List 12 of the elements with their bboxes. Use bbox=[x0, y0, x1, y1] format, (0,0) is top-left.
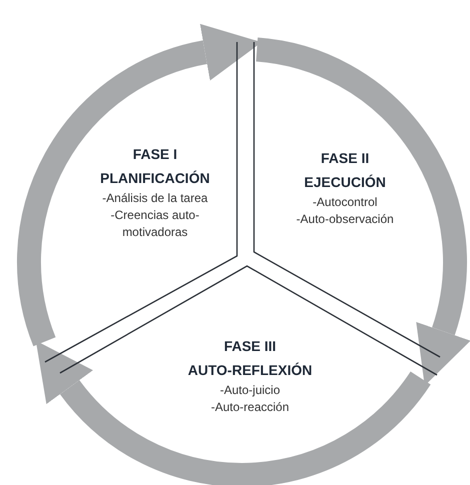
phase-number: FASE II bbox=[320, 149, 370, 168]
phase-item: -Auto-observación bbox=[296, 211, 394, 228]
phase-item: -Análisis de la tarea bbox=[102, 190, 208, 207]
phase-item: -Autocontrol bbox=[312, 194, 378, 211]
phase-number: FASE III bbox=[224, 337, 276, 356]
phase-item: -Creencias auto-motivadoras bbox=[110, 207, 200, 241]
phase-item: -Auto-juicio bbox=[220, 382, 280, 399]
phase-title: EJECUCIÓN bbox=[304, 173, 386, 192]
phase-title: PLANIFICACIÓN bbox=[100, 169, 210, 188]
phase-item: -Auto-reacción bbox=[210, 399, 290, 416]
phase-number: FASE I bbox=[132, 145, 178, 164]
phase-title: AUTO-REFLEXIÓN bbox=[188, 361, 312, 380]
